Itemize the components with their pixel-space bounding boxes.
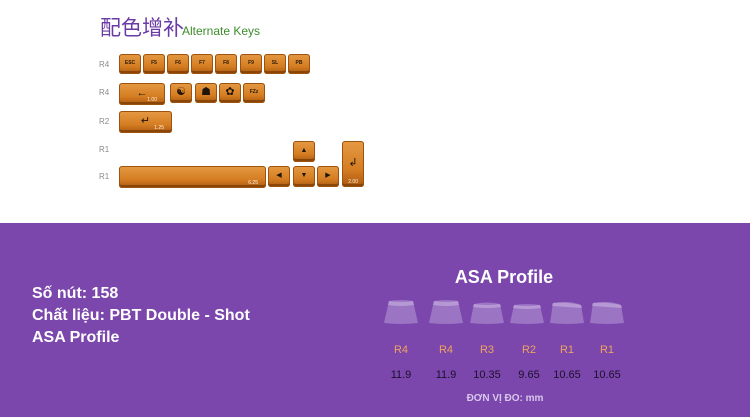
profile-height-6: 10.65 xyxy=(593,369,621,381)
arrow-right-icon: ▶ xyxy=(325,172,331,179)
key-emblem: ☯ xyxy=(170,83,192,103)
profile-row-3: R3 xyxy=(479,344,495,356)
arrow-down-icon: ▼ xyxy=(300,171,308,179)
key-count: Số nút: 158 xyxy=(32,285,119,302)
flower-icon: ✿ xyxy=(225,86,235,98)
arrow-left-small-icon: ◀ xyxy=(276,172,282,179)
material-info: Chất liệu: PBT Double - Shot xyxy=(32,307,250,324)
key-spacebar: 6.25 xyxy=(119,166,266,188)
spec-panel: Số nút: 158 Chất liệu: PBT Double - Shot… xyxy=(0,223,750,417)
key-up: ▲ xyxy=(293,141,315,162)
title-english: Alternate Keys xyxy=(182,24,261,38)
key-tall-enter: ↲ 2.00 xyxy=(342,141,364,187)
key-f5: F5 xyxy=(143,54,165,74)
profile-height-5: 10.65 xyxy=(553,369,581,381)
profile-height-3: 10.35 xyxy=(473,369,501,381)
key-backspace: ← 1.00 xyxy=(119,83,165,105)
key-pb: PB xyxy=(288,54,310,74)
key-fzz: FZz xyxy=(243,83,265,103)
key-f6: F6 xyxy=(167,54,189,74)
profile-cap-4 xyxy=(510,304,544,324)
profile-info: ASA Profile xyxy=(32,329,120,346)
emblem-icon: ☯ xyxy=(176,86,186,98)
profile-cap-6 xyxy=(590,301,624,324)
key-down: ▼ xyxy=(293,166,315,187)
key-f7: F7 xyxy=(191,54,213,74)
key-f8: F8 xyxy=(215,54,237,74)
profile-cap-1 xyxy=(384,300,418,324)
return-icon: ↲ xyxy=(348,157,358,169)
row-label-5: R1 xyxy=(99,172,110,181)
profile-row-4: R2 xyxy=(521,344,537,356)
profile-chart-title: ASA Profile xyxy=(454,267,554,287)
arrow-left-icon: ← xyxy=(136,86,148,99)
profile-cap-2 xyxy=(429,300,463,324)
row-label-2: R4 xyxy=(99,88,110,97)
profile-row-6: R1 xyxy=(599,344,615,356)
key-left: ◀ xyxy=(268,166,290,187)
key-enter: ↵ 1.25 xyxy=(119,111,172,133)
arrow-up-icon: ▲ xyxy=(300,146,308,154)
key-sake: ☗ xyxy=(195,83,217,103)
profile-height-2: 11.9 xyxy=(435,369,457,381)
profile-row-2: R4 xyxy=(438,344,454,356)
keyset-preview: 配色增补 Alternate Keys R4 R4 R2 R1 R1 ESC F… xyxy=(99,16,364,188)
row-label-1: R4 xyxy=(99,60,110,69)
profile-height-1: 11.9 xyxy=(390,369,412,381)
title-chinese: 配色增补 xyxy=(100,16,184,40)
enter-icon: ↵ xyxy=(140,115,151,127)
profile-row-1: R4 xyxy=(393,344,409,356)
profile-cap-5 xyxy=(550,301,584,324)
key-esc: ESC xyxy=(119,54,141,74)
row-label-4: R1 xyxy=(99,145,110,154)
unit-label: ĐƠN VỊ ĐO: mm xyxy=(466,393,544,404)
profile-height-4: 9.65 xyxy=(518,369,540,381)
key-flower: ✿ xyxy=(219,83,241,103)
row-label-3: R2 xyxy=(99,117,110,126)
key-f9: F9 xyxy=(240,54,262,74)
profile-row-5: R1 xyxy=(559,344,575,356)
key-right: ▶ xyxy=(317,166,339,187)
key-sl: SL xyxy=(264,54,286,74)
profile-cap-3 xyxy=(470,302,504,324)
sake-bottle-icon: ☗ xyxy=(201,86,211,98)
